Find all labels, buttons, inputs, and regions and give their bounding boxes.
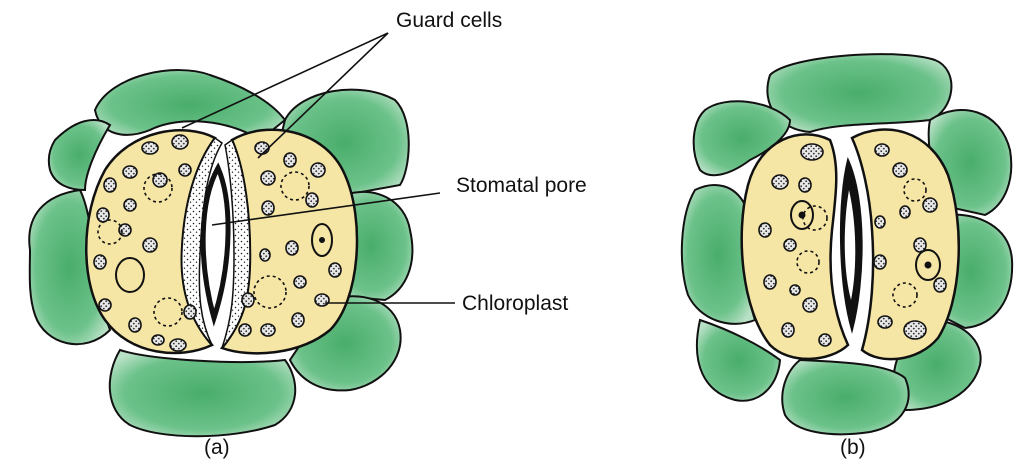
- epidermal-cell: [767, 54, 951, 132]
- chloroplast-label: Chloroplast: [462, 293, 568, 314]
- stoma-closed-figure: [682, 54, 1012, 434]
- stomatal-pore-a: [203, 168, 228, 318]
- stoma-open-figure: [29, 70, 412, 436]
- epidermal-cell: [782, 360, 908, 434]
- caption-a: (a): [204, 437, 230, 458]
- epidermal-cell: [110, 350, 295, 436]
- stomatal-pore-label: Stomatal pore: [456, 175, 587, 196]
- caption-b: (b): [840, 437, 866, 458]
- guard-cells-label: Guard cells: [396, 10, 502, 31]
